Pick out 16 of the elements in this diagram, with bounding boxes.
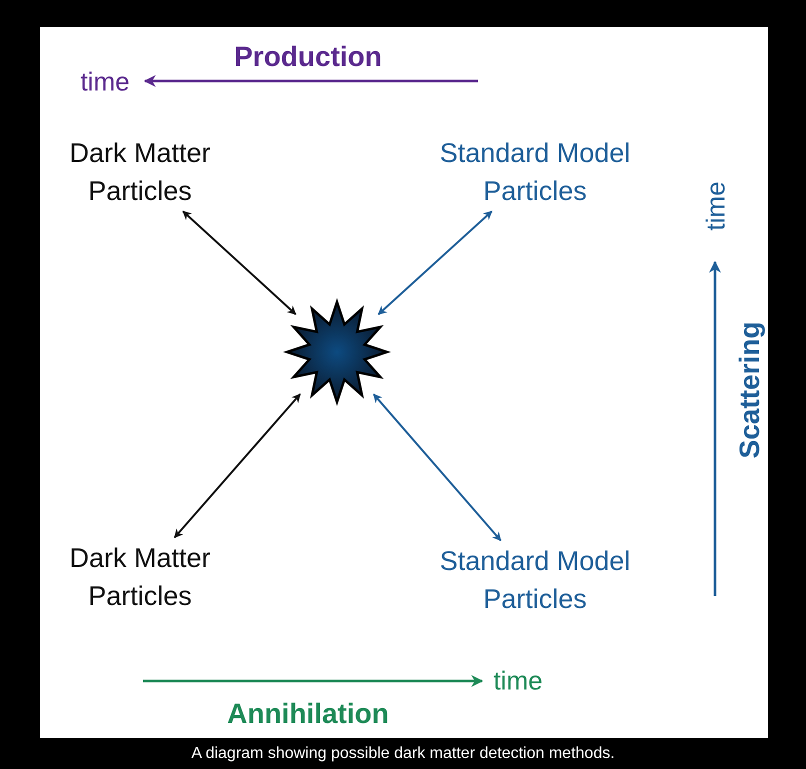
process-heading: Annihilation <box>227 698 389 730</box>
axis-label: time <box>493 666 543 696</box>
node-label: Standard Model Particles <box>410 542 660 618</box>
double-arrow <box>372 394 502 542</box>
axis-label: time <box>700 181 732 231</box>
double-arrow <box>182 210 296 315</box>
caption: A diagram showing possible dark matter detection methods. <box>190 745 616 763</box>
process-heading: Scattering <box>734 322 766 458</box>
process-heading: Production <box>234 41 382 73</box>
starburst-shape <box>285 300 389 404</box>
node-label: Dark Matter Particles <box>15 539 265 615</box>
axis-label: time <box>80 66 130 98</box>
double-arrow <box>378 210 492 316</box>
double-arrow <box>174 393 301 538</box>
node-label: Standard Model Particles <box>410 134 660 210</box>
node-label: Dark Matter Particles <box>15 134 265 210</box>
